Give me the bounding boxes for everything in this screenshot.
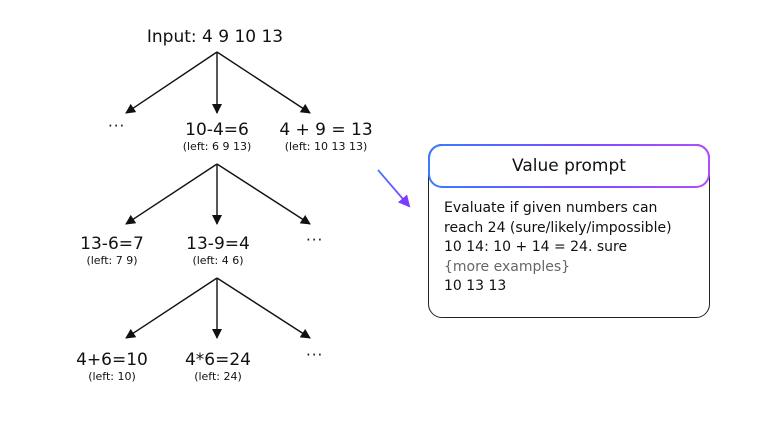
edge-l1-c bbox=[216, 163, 311, 225]
node-left-numbers: (left: 7 9) bbox=[86, 254, 138, 267]
node-equation: 4*6=24 bbox=[184, 350, 251, 370]
level2-node-b: 13-9=4 (left: 4 6) bbox=[168, 234, 268, 268]
node-equation: 10-4=6 bbox=[185, 120, 249, 140]
value-prompt-body: Evaluate if given numbers can reach 24 (… bbox=[444, 199, 706, 297]
node-equation: 13-6=7 bbox=[80, 234, 144, 254]
node-left-numbers: (left: 4 6) bbox=[192, 254, 244, 267]
edge-l1-a bbox=[125, 163, 218, 225]
prompt-line: Evaluate if given numbers can bbox=[444, 200, 658, 216]
node-left-numbers: (left: 10) bbox=[88, 370, 136, 383]
level1-node-right: 4 + 9 = 13 (left: 10 13 13) bbox=[271, 120, 381, 154]
prompt-line: 10 14: 10 + 14 = 24. sure bbox=[444, 239, 628, 255]
level2-node-a: 13-6=7 (left: 7 9) bbox=[62, 234, 162, 268]
level1-ellipsis: ··· bbox=[108, 117, 126, 135]
edge-root-left bbox=[125, 51, 218, 114]
value-prompt-title: Value prompt bbox=[430, 146, 708, 186]
edge-l2-c bbox=[216, 277, 311, 339]
input-node: Input: 4 9 10 13 bbox=[146, 27, 284, 47]
edge-l2-a bbox=[125, 277, 218, 339]
level2-ellipsis: ··· bbox=[306, 231, 324, 249]
edge-root-right bbox=[216, 51, 311, 114]
level3-ellipsis: ··· bbox=[306, 346, 324, 364]
node-equation: 13-9=4 bbox=[186, 234, 250, 254]
value-prompt-arrow bbox=[377, 169, 411, 208]
prompt-line: reach 24 (sure/likely/impossible) bbox=[444, 219, 672, 236]
node-equation: 4 + 9 = 13 bbox=[279, 120, 373, 140]
level1-node-middle: 10-4=6 (left: 6 9 13) bbox=[162, 120, 272, 154]
prompt-line-placeholder: {more examples} bbox=[444, 258, 571, 275]
node-left-numbers: (left: 10 13 13) bbox=[284, 140, 368, 153]
node-equation: 4+6=10 bbox=[76, 350, 148, 370]
node-left-numbers: (left: 24) bbox=[194, 370, 242, 383]
prompt-line: 10 13 13 bbox=[444, 278, 507, 294]
node-left-numbers: (left: 6 9 13) bbox=[182, 140, 252, 153]
level3-node-a: 4+6=10 (left: 10) bbox=[62, 350, 162, 384]
level3-node-b: 4*6=24 (left: 24) bbox=[168, 350, 268, 384]
value-prompt-card: Value prompt Evaluate if given numbers c… bbox=[428, 144, 710, 318]
value-prompt-header: Value prompt bbox=[428, 144, 710, 188]
